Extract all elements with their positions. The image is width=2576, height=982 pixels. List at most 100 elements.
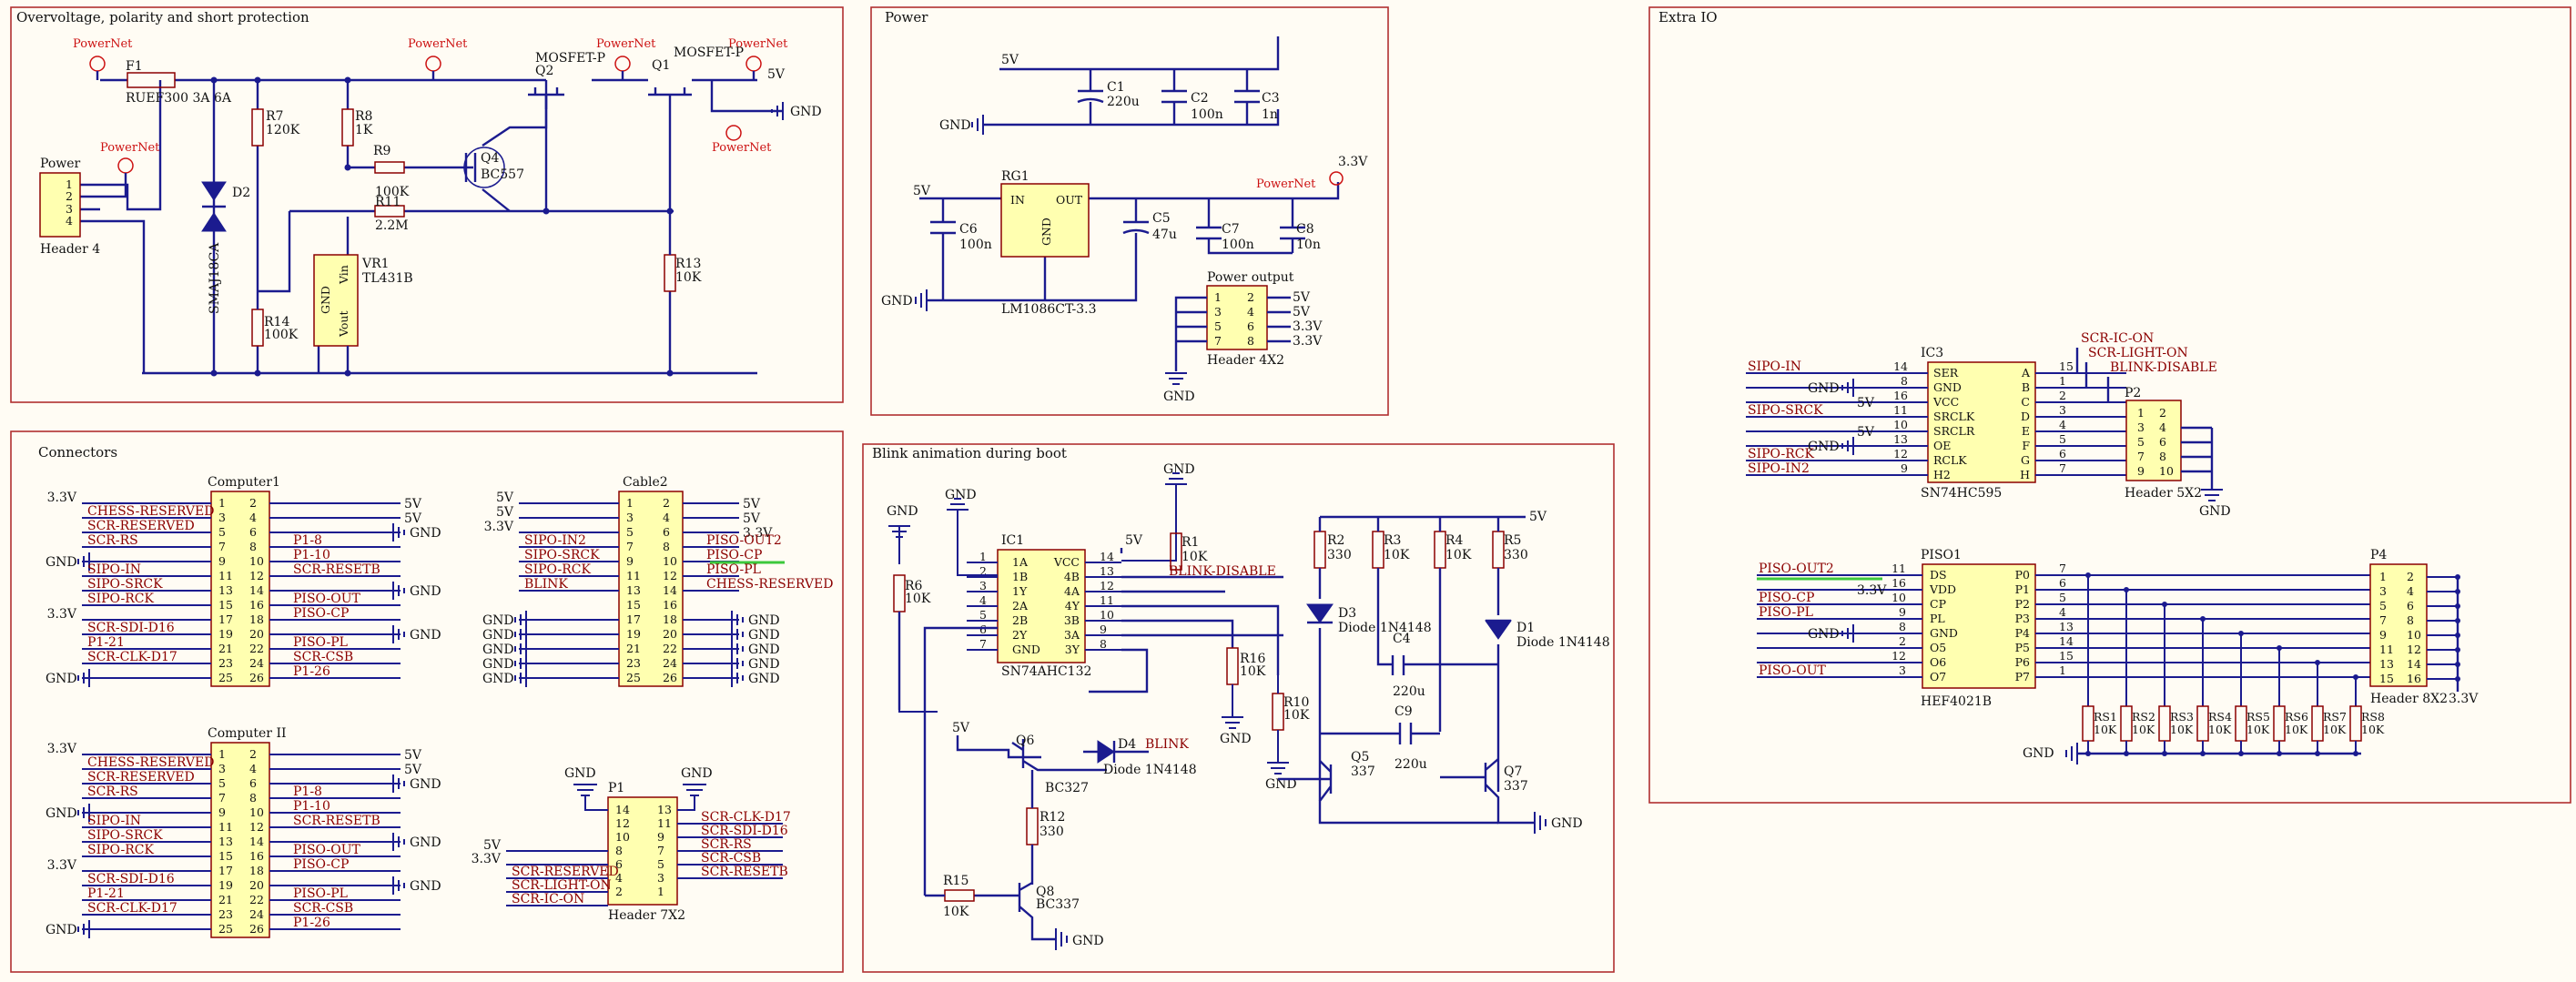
net-power: 5V [404, 763, 422, 777]
pin-number: 20 [663, 627, 677, 641]
f1-val: RUEF300 3A 6A [126, 91, 232, 106]
net-power: 5V [404, 748, 422, 763]
p2-pin: 2 [2159, 406, 2166, 420]
r16-val: 10K [1240, 664, 1266, 679]
rs-resistor [2196, 705, 2209, 742]
piso-pin-num: 13 [2059, 620, 2074, 633]
rs-resistor-array: RS110KRS210KRS310KRS410KRS510KRS610KRS71… [2082, 572, 2385, 756]
r12-val: 330 [1040, 825, 1064, 839]
net-label: SCR-RESETB [293, 562, 380, 577]
q8-transistor [974, 881, 1056, 941]
q7-val: 337 [1504, 779, 1528, 794]
piso-pin-name: GND [1930, 626, 1958, 640]
piso-pin-num: 11 [1891, 562, 1906, 575]
piso-pin-name: P4 [2015, 626, 2030, 640]
power-top-gnd [983, 109, 1280, 127]
pin-number: 4 [615, 871, 623, 885]
r7-ref: R7 [266, 109, 283, 124]
net-label: CHESS-RESERVED [87, 504, 215, 519]
ic1-pin-num: 10 [1100, 608, 1114, 622]
net-label: SIPO-SRCK [524, 548, 600, 562]
pin-number: 19 [626, 627, 641, 641]
q2-ref: Q2 [535, 64, 553, 78]
r1-resistor [1170, 532, 1182, 571]
ic3-pin-name: E [2022, 424, 2030, 438]
ic3-out-wires [2075, 348, 2110, 402]
ic1-pin-num: 11 [1100, 593, 1114, 607]
ic3-pin-name: A [2021, 366, 2031, 380]
net-gnd: GND [482, 613, 514, 628]
r11-ref: 100K [375, 185, 410, 199]
pin-number: 14 [249, 835, 264, 848]
gnd-icon [77, 804, 90, 822]
pin-number: 22 [663, 642, 677, 655]
gnd-symbol-r10: GND [1265, 675, 1297, 792]
ic1-pin-name: 1A [1012, 555, 1029, 569]
r13-val: 10K [675, 270, 702, 285]
pin-number: 23 [218, 656, 233, 670]
frame-extra-io [1648, 6, 2571, 804]
r10-val: 10K [1283, 708, 1310, 723]
pin-number: 9 [657, 830, 664, 844]
piso-pin-name: P6 [2015, 655, 2030, 669]
pin-number: 17 [626, 612, 641, 626]
svg-text:5: 5 [1214, 319, 1222, 333]
pin-number: 18 [249, 864, 264, 877]
d1-val: Diode 1N4148 [1516, 635, 1610, 650]
piso-pin-num: 4 [2059, 605, 2066, 619]
net-label: SCR-RS [87, 533, 138, 548]
ic3-gnd-label: GND [1808, 381, 1840, 396]
p4-val: Header 8X2 [2370, 692, 2448, 706]
overvoltage-circuit: F1 RUEF300 3A 6A PowerNet PowerNet Power… [39, 37, 822, 377]
r11-ref2: R11 [375, 195, 401, 209]
pin-number: 13 [626, 583, 641, 597]
gnd-symbol-blink-right: GND [1534, 812, 1583, 834]
net-label: PISO-OUT [293, 592, 361, 606]
piso-pin-name: PL [1930, 612, 1945, 625]
piso-pin-num: 1 [2059, 663, 2066, 677]
net-power: 5V [743, 497, 761, 511]
power-header-4 [39, 172, 81, 238]
net-label: SCR-RS [701, 837, 752, 852]
title-power: Power [885, 9, 928, 25]
pin-number: 1 [218, 747, 226, 761]
p4-header [2369, 563, 2428, 687]
net-gnd: GND [748, 657, 780, 672]
r12-resistor [1026, 807, 1039, 845]
net-power: 3.3V [743, 526, 773, 541]
pin-number: 21 [626, 642, 641, 655]
c8-val: 10n [1296, 238, 1321, 252]
net-label: PISO-PL [293, 635, 348, 650]
c5-cap [1122, 220, 1150, 235]
pin-number: 25 [218, 671, 233, 684]
rs-resistor [2349, 705, 2362, 742]
q4-val: BC557 [481, 167, 524, 182]
rs-resistor [2273, 705, 2286, 742]
title-blink: Blink animation during boot [872, 445, 1067, 461]
net-gnd: GND [482, 657, 514, 672]
pin-number: 12 [249, 820, 264, 834]
header-pin-4: 4 [66, 214, 73, 228]
piso-pin-name: O5 [1930, 641, 1946, 654]
title-overvoltage: Overvoltage, polarity and short protecti… [16, 9, 309, 25]
ic3-pin-name: GND [1933, 380, 1962, 394]
ic3-gnd-label: GND [1808, 440, 1840, 454]
net-power: 3.3V [47, 607, 77, 622]
ic3-pin-num: 14 [1893, 359, 1908, 373]
rg1-out: OUT [1056, 193, 1083, 207]
piso-net-label: PISO-OUT2 [1759, 562, 1834, 576]
r16-resistor [1226, 647, 1239, 685]
net-gnd: GND [46, 555, 77, 570]
pin-number: 2 [615, 885, 623, 898]
p2-pin: 6 [2159, 435, 2166, 449]
pin-number: 3 [218, 762, 226, 775]
rs-val: 10K [2246, 723, 2270, 736]
pin-number: 22 [249, 642, 264, 655]
svg-text:GND: GND [1551, 816, 1583, 831]
power-5v-top: 5V [1001, 53, 1019, 67]
piso-net-label: PISO-OUT [1759, 663, 1827, 678]
piso-pin-name: P1 [2015, 582, 2030, 596]
out-net-4: 3.3V [1293, 334, 1323, 349]
